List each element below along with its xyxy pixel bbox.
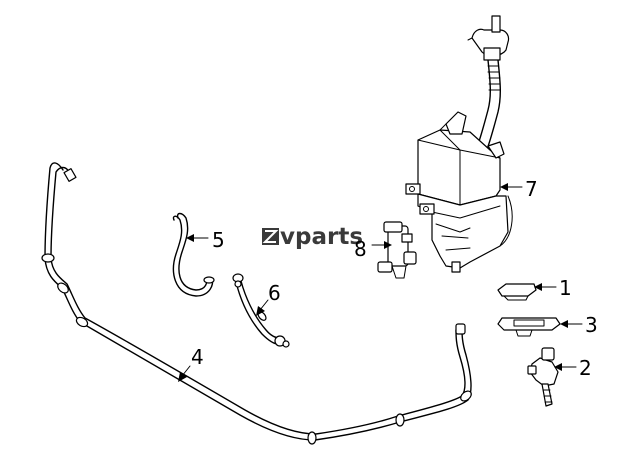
callout-1: 1 — [559, 276, 572, 300]
logo-text: vparts — [280, 224, 363, 250]
callout-leaders — [178, 183, 583, 382]
callout-5: 5 — [212, 228, 225, 252]
callout-4: 4 — [191, 345, 204, 369]
callout-6: 6 — [268, 281, 281, 305]
part-7-washer-reservoir[interactable] — [405, 15, 513, 273]
part-1-cover[interactable] — [497, 283, 537, 301]
callout-2: 2 — [579, 356, 592, 380]
part-6-short-hose[interactable] — [232, 273, 290, 348]
callout-7: 7 — [525, 177, 538, 201]
part-5-bent-hose[interactable] — [172, 212, 215, 297]
part-8-washer-pump[interactable] — [377, 221, 417, 279]
part-3-bracket[interactable] — [497, 317, 561, 337]
part-2-nozzle[interactable] — [527, 347, 559, 407]
vparts-logo: vparts — [262, 224, 363, 250]
callout-labels: 1 2 3 4 5 6 7 8 — [191, 177, 598, 380]
callout-3: 3 — [585, 313, 598, 337]
part-4-washer-hose[interactable] — [41, 162, 473, 445]
callout-8: 8 — [354, 237, 367, 261]
